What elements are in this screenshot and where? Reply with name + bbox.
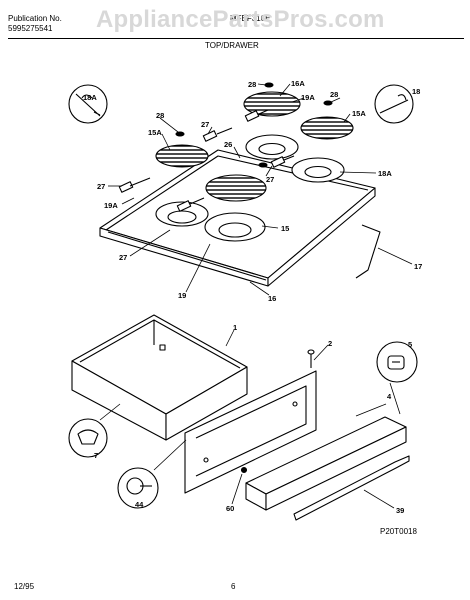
callout-15: 15	[281, 224, 289, 233]
drawer-body	[71, 314, 248, 441]
callout-26: 26	[224, 140, 232, 149]
detail-circle-18a	[68, 84, 108, 124]
header-rule	[8, 38, 464, 39]
callout-28: 28	[330, 90, 338, 99]
callout-27: 27	[201, 120, 209, 129]
terminal-blocks	[118, 109, 295, 212]
callout-17: 17	[414, 262, 422, 271]
element-rings	[175, 82, 333, 168]
watermark: AppliancePartsPros.com	[96, 6, 385, 33]
callout-19: 19	[178, 291, 186, 300]
drip-bowl-front-right	[204, 212, 266, 242]
callout-1: 1	[233, 323, 237, 332]
figure-code: P20T0018	[380, 527, 417, 536]
callout-60: 60	[226, 504, 234, 513]
callout-19a: 19A	[301, 93, 315, 102]
drip-bowl-front-left	[155, 201, 209, 227]
screw-2	[307, 349, 315, 368]
detail-circle-5	[376, 341, 418, 383]
footer-page: 6	[231, 582, 236, 591]
callout-15a: 15A	[148, 128, 162, 137]
callout-18a: 18A	[83, 93, 97, 102]
callout-15a: 15A	[352, 109, 366, 118]
callout-27: 27	[119, 253, 127, 262]
section-title: TOP/DRAWER	[205, 41, 259, 50]
callout-18: 18	[412, 87, 420, 96]
surface-element-back-large	[243, 91, 301, 117]
callout-7: 7	[94, 451, 98, 460]
callout-27: 27	[266, 175, 274, 184]
callout-18a: 18A	[378, 169, 392, 178]
surface-element-right-small	[300, 116, 354, 140]
detail-circle-7	[68, 418, 108, 458]
callout-28: 28	[248, 80, 256, 89]
callout-4: 4	[387, 392, 392, 401]
publication-number: 5995275541	[8, 24, 53, 33]
callout-39: 39	[396, 506, 404, 515]
callout-27: 27	[97, 182, 105, 191]
surface-element-center-large	[205, 174, 267, 202]
drawer-rail	[293, 455, 410, 521]
callout-19a: 19A	[104, 201, 118, 210]
callout-2: 2	[328, 339, 332, 348]
callout-28: 28	[156, 111, 164, 120]
callout-44: 44	[135, 500, 144, 509]
drawer-handle	[245, 416, 407, 511]
detail-circle-44	[117, 467, 159, 509]
callout-16: 16	[268, 294, 276, 303]
surface-element-left-small	[155, 144, 209, 168]
footer-date: 12/95	[14, 582, 35, 591]
model-number: MFEF316E	[230, 14, 271, 23]
drip-bowl-back-right	[291, 157, 345, 183]
screw-60	[240, 466, 248, 474]
drawer-front-panel	[184, 370, 317, 494]
leader-lines	[99, 83, 413, 509]
publication-label: Publication No.	[8, 14, 62, 23]
callout-16a: 16A	[291, 79, 305, 88]
detail-circle-18	[374, 84, 414, 124]
drip-bowl-back-left	[245, 134, 299, 160]
anti-tip-bracket	[355, 224, 381, 279]
callout-5: 5	[408, 340, 412, 349]
